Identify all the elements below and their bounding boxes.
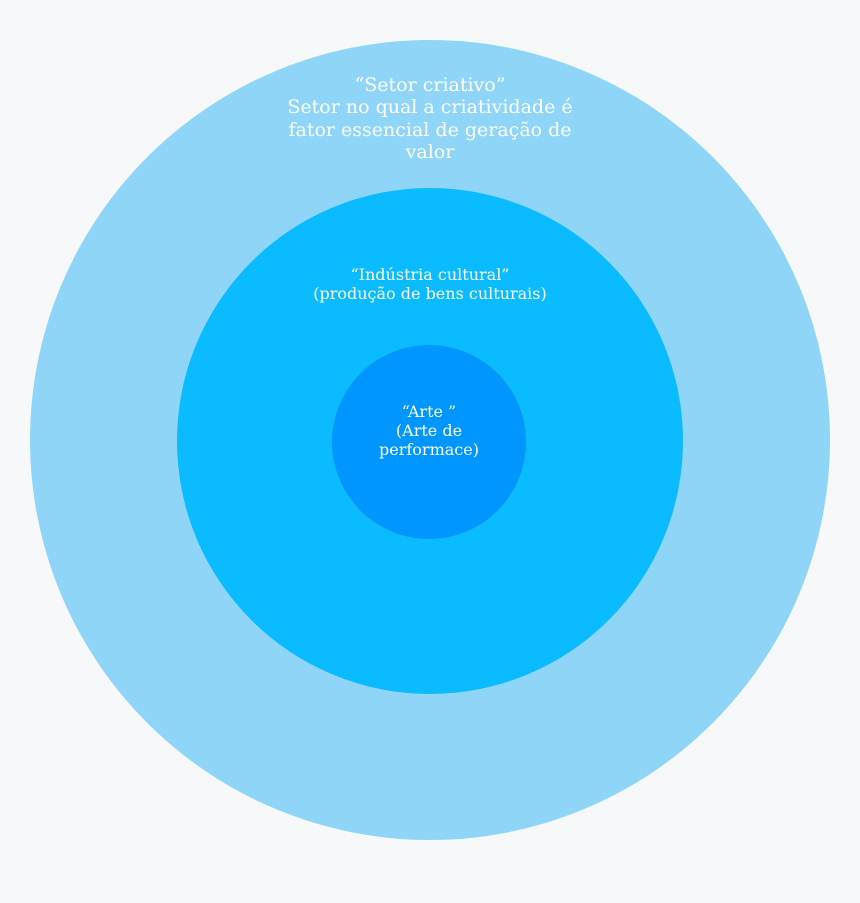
outer-ring-description-line-2: fator essencial de geração de: [288, 118, 572, 141]
outer-ring-description-line-3: valor: [405, 141, 455, 164]
middle-ring-label: “Indústria cultural” (produção de bens c…: [230, 265, 630, 304]
inner-circle-arte: [332, 345, 526, 539]
inner-circle-description-line-1: (Arte de: [395, 420, 463, 440]
outer-ring-title: “Setor criativo”: [354, 74, 506, 96]
inner-circle-title: “Arte ”: [401, 402, 457, 421]
outer-ring-label: “Setor criativo” Setor no qual a criativ…: [230, 74, 630, 164]
inner-circle-label: “Arte ” (Arte de performace): [352, 402, 506, 460]
outer-ring-description-line-1: Setor no qual a criatividade é: [287, 96, 573, 119]
inner-circle-description-line-2: performace): [379, 439, 479, 459]
middle-ring-title: “Indústria cultural”: [350, 265, 510, 284]
middle-ring-description: (produção de bens culturais): [313, 283, 547, 303]
